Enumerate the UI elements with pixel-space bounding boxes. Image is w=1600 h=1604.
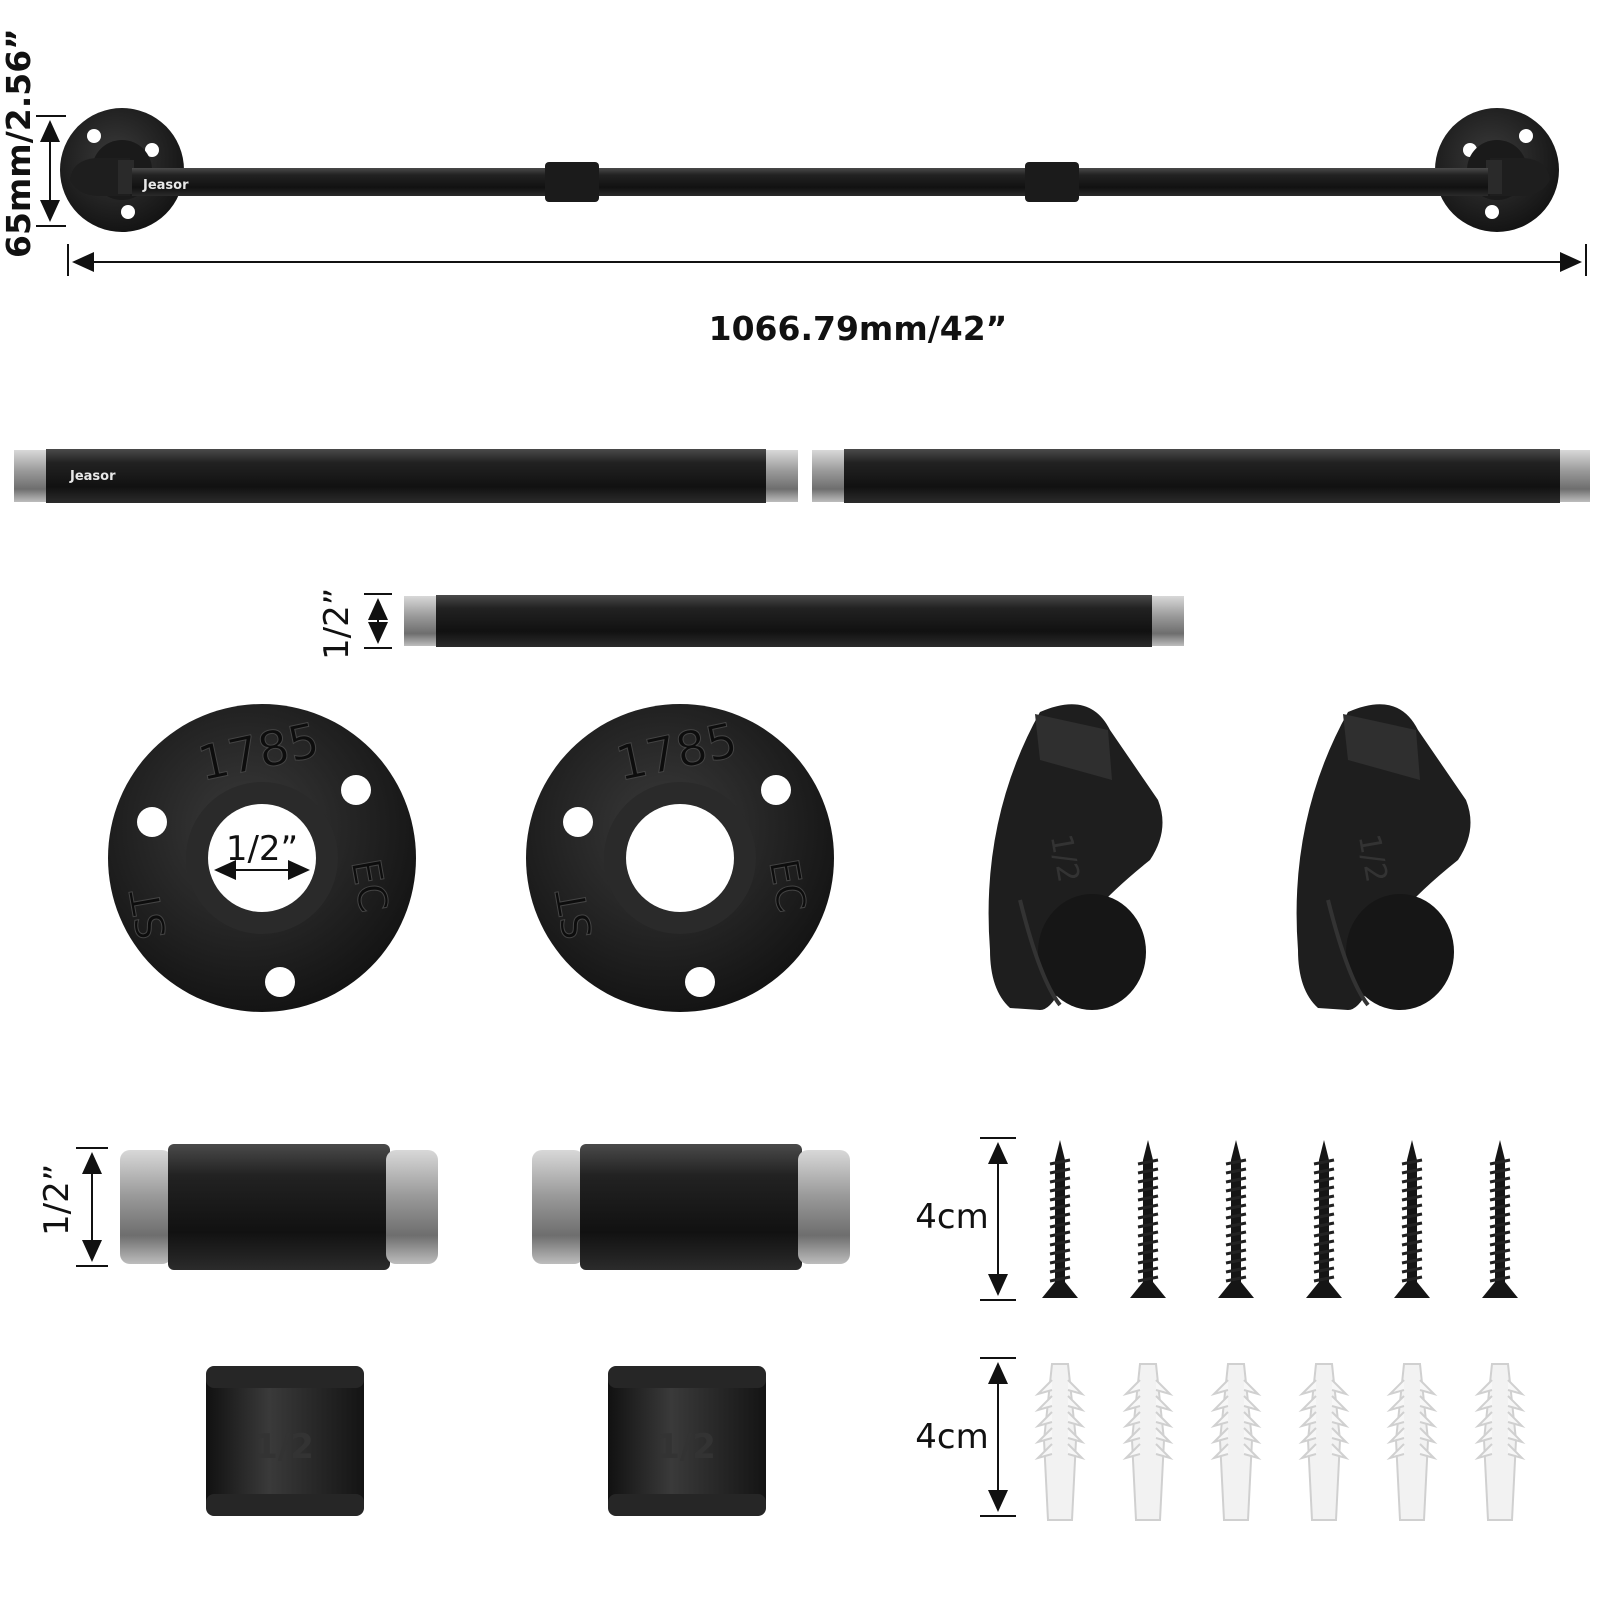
pipe-segment-1: Jeasor (14, 449, 798, 503)
screw-6 (1482, 1140, 1518, 1298)
flange-inner-label: 1/2” (226, 829, 298, 869)
length-dimension: 1066.79mm/42” (67, 244, 1587, 348)
screw-1 (1042, 1140, 1078, 1298)
screw-4 (1306, 1140, 1342, 1298)
pipe-segment-2 (812, 449, 1590, 503)
anchor-5 (1386, 1363, 1438, 1521)
length-label: 1066.79mm/42” (709, 309, 1008, 348)
anchor-6 (1474, 1363, 1526, 1521)
elbow-fitting-1: 1/2 (988, 704, 1163, 1010)
pipe-diameter-label: 1/2” (317, 588, 357, 660)
screw-2 (1130, 1140, 1166, 1298)
floor-flange-2: 1785 EC ST (526, 704, 834, 1012)
coupling-size-1: 1/2 (254, 1427, 314, 1467)
pipe-diameter-dimension: 1/2” (317, 588, 392, 660)
flange-letters-right-2: EC (760, 856, 815, 916)
elbow-size-2: 1/2 (1351, 832, 1394, 886)
pipe-brand-label: Jeasor (69, 469, 116, 484)
pipe-nipple-1 (120, 1144, 438, 1270)
anchor-length-label: 4cm (915, 1417, 988, 1457)
pipe-coupling-1: 1/2 (206, 1366, 364, 1516)
height-dimension: 65mm/2.56” (0, 28, 66, 258)
elbow-fitting-2: 1/2 (1296, 704, 1471, 1010)
screw-3 (1218, 1140, 1254, 1298)
flange-letters-right-1: EC (342, 856, 397, 916)
floor-flange-1: 1785 EC ST 1/2” (108, 704, 416, 1012)
anchor-4 (1298, 1363, 1350, 1521)
pipe-segment-3 (404, 595, 1184, 647)
flange-letters-left-1: ST (122, 885, 176, 943)
pipe-coupling-2: 1/2 (608, 1366, 766, 1516)
screws (1042, 1140, 1518, 1298)
assembled-pipe-rod: Jeasor (60, 108, 1559, 232)
flange-letters-left-2: ST (548, 885, 602, 943)
screw-dimension: 4cm (915, 1137, 1016, 1301)
anchor-3 (1210, 1363, 1262, 1521)
anchor-2 (1122, 1363, 1174, 1521)
height-label: 65mm/2.56” (0, 28, 38, 258)
rod-brand-label: Jeasor (142, 178, 189, 193)
pipe-nipple-2 (532, 1144, 850, 1270)
elbow-size-1: 1/2 (1043, 832, 1086, 886)
wall-anchors (1034, 1363, 1526, 1521)
anchor-dimension: 4cm (915, 1357, 1016, 1517)
screw-length-label: 4cm (915, 1197, 988, 1237)
coupling-size-2: 1/2 (656, 1427, 716, 1467)
rod-coupling-1 (545, 162, 599, 202)
anchor-1 (1034, 1363, 1086, 1521)
rod-coupling-2 (1025, 162, 1079, 202)
screw-5 (1394, 1140, 1430, 1298)
nipple-diameter-label: 1/2” (37, 1164, 77, 1236)
nipple-dimension: 1/2” (37, 1147, 108, 1267)
